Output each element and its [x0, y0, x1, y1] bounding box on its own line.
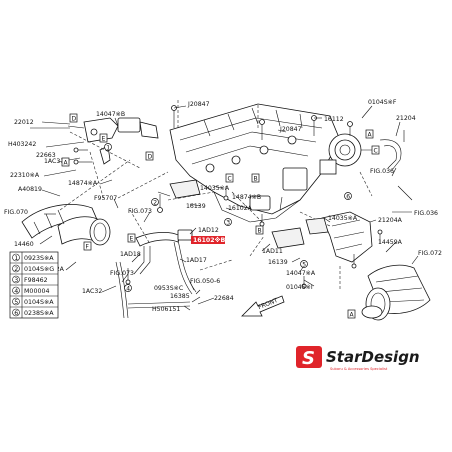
callout-d-2: D	[148, 154, 153, 161]
label-fig-036-b: FIG.036	[414, 210, 438, 217]
label-14035-a-1: 14035※A	[200, 185, 230, 192]
label-h403242: H403242	[8, 141, 36, 148]
bypass-hoses	[115, 229, 197, 319]
label-21204a: 21204A	[378, 217, 403, 224]
label-fig-050-6: FIG.050-6	[190, 278, 220, 285]
label-16102a-2: 16102A	[228, 205, 253, 212]
callout-e-2: E	[130, 236, 134, 243]
label-1ac31: 1AC31	[44, 158, 64, 165]
label-22684: 22684	[214, 295, 234, 302]
front-arrow: FRONT	[241, 295, 285, 317]
callout-a-1: A	[64, 160, 69, 167]
marker-4: 4	[126, 285, 130, 292]
legend-code-1: 0923S※A	[24, 255, 54, 262]
label-22310-a: 22310※A	[10, 172, 40, 179]
legend-num-1: 1	[14, 255, 18, 262]
label-22663: 22663	[36, 152, 56, 159]
legend-num-6: 6	[14, 310, 18, 317]
callout-a-3: A	[350, 312, 355, 319]
callout-e-1: E	[102, 136, 106, 143]
stardesign-logo: S StarDesign Subaru & Accessories Specia…	[296, 346, 420, 371]
label-1ac32: 1AC32	[82, 288, 102, 295]
label-16385: 16385	[170, 293, 190, 300]
label-fig-073-b: FIG.073	[110, 270, 134, 277]
label-j20847-a: J20847	[187, 101, 210, 108]
legend-num-4: 4	[14, 288, 18, 295]
front-label: FRONT	[257, 297, 279, 311]
throttle-body	[319, 133, 378, 175]
legend-num-3: 3	[14, 277, 18, 284]
legend-code-3: F98462	[24, 277, 48, 284]
logo-mark-letter: S	[302, 348, 315, 369]
label-h506151: H506151	[152, 306, 180, 313]
label-fig-036-a: FIG.036	[370, 168, 394, 175]
intake-manifold	[169, 103, 341, 223]
logo-brand-text: StarDesign	[326, 348, 420, 366]
label-fig-072: FIG.072	[418, 250, 442, 257]
legend-num-2: 2	[14, 266, 18, 273]
label-16139-a: 16139	[186, 203, 206, 210]
marker-6: 6	[346, 193, 350, 200]
label-fig-070: FIG.070	[4, 209, 28, 216]
label-f95707: F95707	[94, 195, 117, 202]
logo-tagline: Subaru & Accessories Specialist	[330, 367, 388, 371]
guide-lines	[59, 100, 373, 290]
label-1ad11: 1AD11	[262, 248, 283, 255]
label-14459a: 14459A	[378, 239, 403, 246]
label-0953s-c: 0953S※C	[154, 285, 183, 292]
callout-a-2: A	[368, 132, 373, 139]
label-14047-b: 14047※B	[96, 111, 125, 118]
marker-1: 1	[106, 144, 110, 151]
label-1ad18: 1AD18	[120, 251, 141, 258]
label-1ad17: 1AD17	[186, 257, 207, 264]
label-a40819: A40819	[18, 186, 42, 193]
part-labels: 22012 14047※B H403242 22663 1AC31 22310※…	[4, 99, 442, 313]
hose-21204	[379, 130, 413, 201]
label-fig-073-a: FIG.073	[128, 208, 152, 215]
label-14874-a: 14874※A	[68, 180, 98, 187]
label-0104s-i: 0104S※I	[286, 284, 313, 291]
label-14460: 14460	[14, 241, 34, 248]
legend-table: 1 0923S※A 2 0104S※G 3 F98462 4 M00004 5 …	[9, 251, 59, 319]
label-1ad12: 1AD12	[198, 227, 219, 234]
callout-c-1: C	[228, 176, 232, 183]
legend-code-4: M00004	[24, 288, 49, 295]
legend-code-5: 0104S※A	[24, 299, 54, 306]
callout-d-1: D	[72, 116, 77, 123]
marker-2: 2	[153, 199, 157, 206]
label-16112: 16112	[324, 116, 344, 123]
legend-num-5: 5	[14, 299, 18, 306]
numbered-markers: 1 2 3 4 5 6	[104, 143, 352, 292]
callout-b-2: B	[258, 228, 262, 235]
callout-b-1: B	[254, 176, 258, 183]
label-0104s-f: 0104S※F	[368, 99, 397, 106]
legend-code-6: 0238S※A	[24, 310, 54, 317]
marker-3: 3	[226, 219, 230, 226]
air-intake-duct	[21, 204, 111, 246]
label-14874-b: 14874※B	[232, 194, 261, 201]
callout-f-1: F	[86, 244, 90, 251]
right-intake-duct	[321, 211, 431, 321]
label-14047-a: 14047※A	[286, 270, 316, 277]
logo-mark-box	[296, 346, 322, 368]
highlighted-part-box	[191, 236, 225, 244]
label-21204: 21204	[396, 115, 416, 122]
callout-c-2: C	[374, 148, 378, 155]
solenoid-bracket-assembly	[30, 117, 159, 165]
gaskets	[169, 179, 329, 249]
label-highlighted-part: 16102※B	[193, 235, 226, 244]
label-14035-a-2: 14035※A	[328, 215, 358, 222]
marker-5: 5	[302, 261, 306, 268]
label-j20847-b: J20847	[279, 126, 302, 133]
legend-code-2: 0104S※G	[24, 266, 54, 273]
label-16139-b: 16139	[268, 259, 288, 266]
label-22012: 22012	[14, 119, 34, 126]
reference-callouts: D E A D C B A C E F B A	[61, 113, 380, 319]
